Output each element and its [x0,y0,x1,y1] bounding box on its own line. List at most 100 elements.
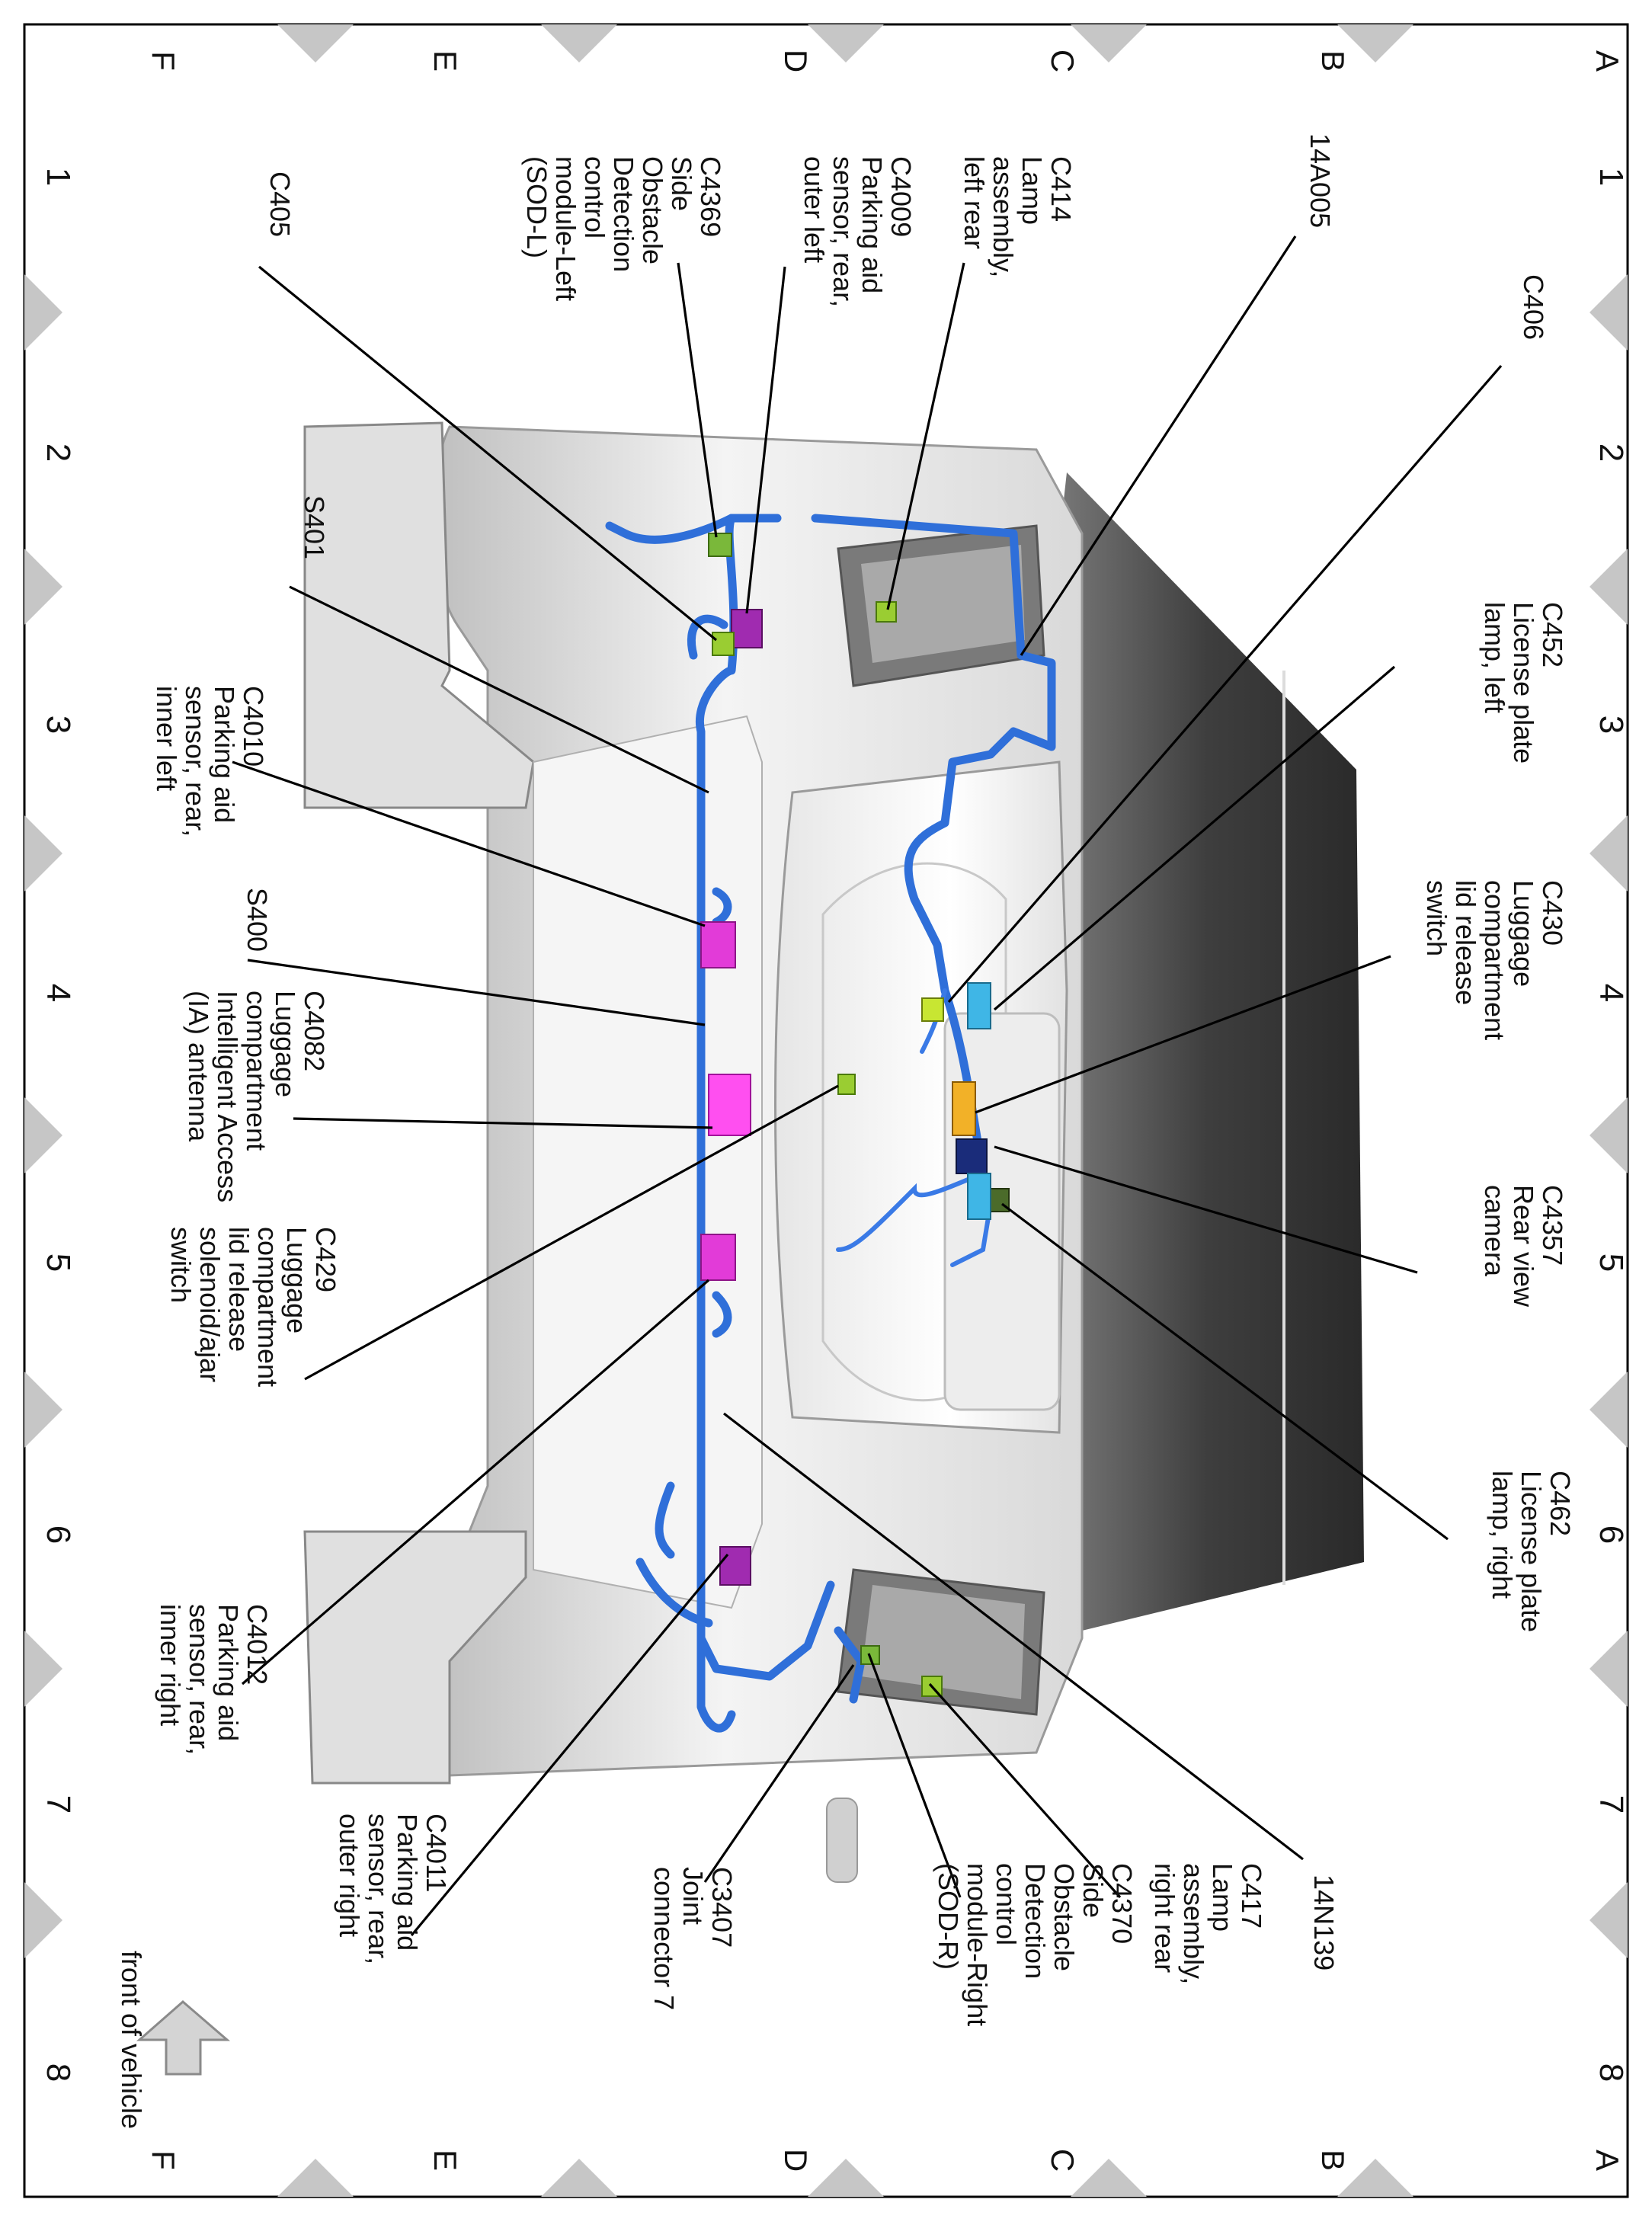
callout-desc-c4012: inner right [155,1604,186,1726]
callout-desc-c4369: (SOD-L) [521,156,552,258]
callout-desc-c4370: control [991,1863,1022,1945]
callout-code-s400: S400 [242,888,273,952]
connector-c4357 [956,1138,988,1174]
grid-letter-d-bottom: D [778,2149,814,2172]
callout-desc-c462: lamp, right [1487,1471,1518,1599]
grid-number-7-right: 7 [1593,1795,1630,1814]
callout-code-c452: C452 [1537,602,1568,668]
license-lamp-left [967,982,991,1029]
connector-c4012 [719,1546,751,1586]
callout-desc-c4082: Intelligent Access [212,991,243,1202]
grid-letter-b-bottom: B [1315,2150,1351,2171]
callout-code-c4010: C4010 [238,686,269,767]
callout-desc-c452: License plate [1508,602,1539,764]
callout-desc-c4369: control [579,156,610,239]
callout-desc-c430: compartment [1479,880,1510,1040]
callout-desc-c429: solenoid/ajar [194,1227,226,1382]
callout-desc-c4082: compartment [241,991,272,1151]
connector-c405 [712,632,735,656]
callout-code-c3407: C3407 [706,1867,738,1948]
callout-desc-c4370: Detection [1020,1863,1051,1979]
callout-desc-c429: compartment [252,1227,283,1387]
callout-desc-c4011: Parking aid [392,1814,423,1951]
leader-lines [232,235,1503,1937]
callout-desc-c4370: Obstacle [1049,1863,1080,1971]
grid-letter-f-top: F [146,51,181,71]
grid-number-8-right: 8 [1593,2063,1630,2082]
connector-c4082 [708,1074,751,1136]
callout-desc-c417: right rear [1149,1863,1180,1973]
callout-desc-c4370: Side [1077,1863,1109,1918]
callout-desc-c417: Lamp [1207,1863,1238,1932]
callout-desc-c414: left rear [959,156,990,249]
callout-code-c4009: C4009 [885,156,917,237]
callout-desc-c4011: sensor, rear, [363,1814,394,1964]
grid-number-3-left: 3 [40,716,77,734]
callout-code-14a005: 14A005 [1305,133,1336,228]
callout-desc-c417: assembly, [1178,1863,1209,1984]
grid-letter-b-top: B [1315,50,1351,72]
connector-c414 [876,601,897,623]
callout-code-s401: S401 [299,495,330,559]
callout-s400: S400 [242,888,273,952]
callout-desc-c4082: (IA) antenna [183,991,214,1142]
grid-letter-a-bottom: A [1590,2150,1625,2171]
grid-number-6-right: 6 [1593,1525,1630,1544]
tire-left [303,421,535,809]
callout-desc-c430: lid release [1450,880,1481,1005]
callout-code-c414: C414 [1045,156,1077,222]
connector-c452 [921,997,944,1022]
grid-letter-e-bottom: E [427,2150,463,2171]
callout-desc-c4369: Side [666,156,697,211]
border-markers [24,24,1628,2197]
callout-code-c406: C406 [1518,274,1549,340]
callout-desc-c4009: sensor, rear, [828,156,859,307]
grid-number-2-right: 2 [1593,443,1630,462]
callout-desc-c4010: Parking aid [209,686,240,823]
callout-code-c4357: C4357 [1537,1185,1568,1266]
callout-desc-c430: Luggage [1508,880,1539,987]
callout-code-c4370: C4370 [1106,1863,1138,1944]
callout-desc-c3407: connector 7 [648,1867,680,2010]
callout-desc-c4010: inner left [151,686,182,791]
callout-desc-c4009: outer left [799,156,830,263]
connector-c4009 [731,609,763,648]
grid-number-5-left: 5 [40,1253,77,1272]
callout-code-c4012: C4012 [242,1604,273,1685]
callout-desc-c4370: (SOD-R) [933,1863,964,1970]
callout-code-14n139: 14N139 [1308,1874,1340,1970]
callout-c406: C406 [1518,274,1549,340]
grid-letter-a-top: A [1590,50,1625,72]
callout-desc-c4369: Obstacle [637,156,668,264]
callout-desc-c4012: sensor, rear, [184,1604,215,1755]
connector-c429 [837,1074,856,1095]
grid-number-8-left: 8 [40,2063,77,2082]
callout-desc-c4082: Luggage [270,991,301,1097]
callout-desc-c4011: outer right [334,1814,365,1937]
vehicle-rear-illustration [303,421,1364,1883]
callout-code-c4082: C4082 [299,991,330,1071]
callout-desc-c429: Luggage [281,1227,312,1333]
connector-c4010 [700,921,736,968]
callout-desc-c462: License plate [1516,1471,1547,1632]
callout-s401: S401 [299,495,330,559]
grid-number-6-left: 6 [40,1525,77,1544]
grid-number-5-right: 5 [1593,1253,1630,1272]
callout-c4369: C4369SideObstacleDetectioncontrolmodule-… [521,156,726,301]
connectors [700,533,1010,1697]
grid-number-3-right: 3 [1593,716,1630,734]
callout-desc-c452: lamp, left [1479,602,1510,713]
callout-desc-c430: switch [1421,880,1452,956]
callout-desc-c4010: sensor, rear, [180,686,211,837]
